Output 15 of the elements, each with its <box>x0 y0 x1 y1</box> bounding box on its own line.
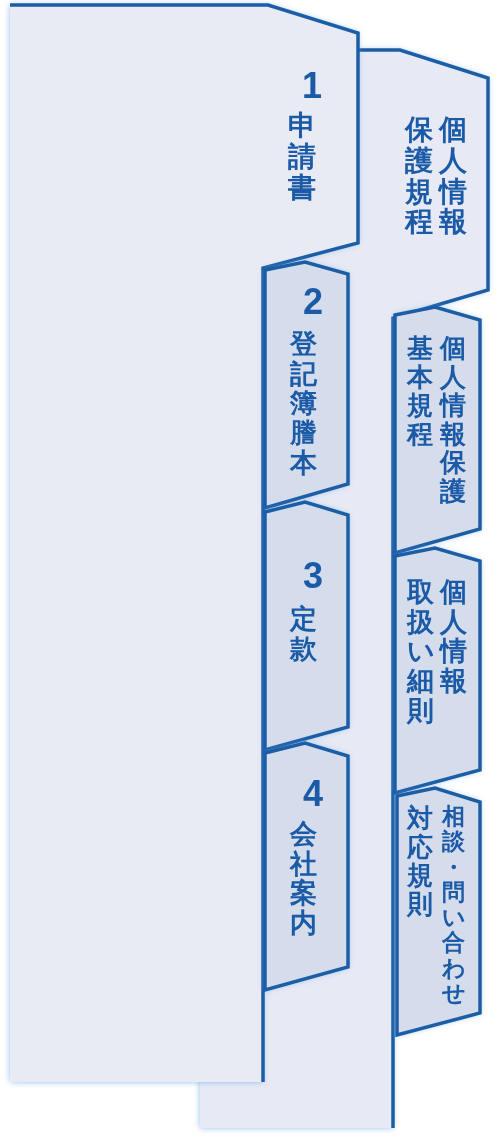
tab-label: 個人情報保護規程 <box>405 115 467 239</box>
tab-number: 3 <box>303 558 324 594</box>
tab-number: 4 <box>303 776 324 812</box>
index-tab <box>393 546 482 795</box>
tab-label: 個人情報取扱い細則 <box>406 577 467 726</box>
tab-label: 申請書 <box>288 111 316 204</box>
tab-label: 会社案内 <box>289 819 317 938</box>
tab-label: 定款 <box>289 604 317 664</box>
tab-number: 1 <box>302 68 323 104</box>
index-tab <box>393 305 482 555</box>
tab-label: 登記簿謄本 <box>289 329 317 478</box>
index-tab <box>395 786 482 1037</box>
divider-sheet <box>8 3 360 1084</box>
tab-number: 2 <box>303 284 324 320</box>
tab-label: 個人情報保護基本規程 <box>407 334 466 506</box>
